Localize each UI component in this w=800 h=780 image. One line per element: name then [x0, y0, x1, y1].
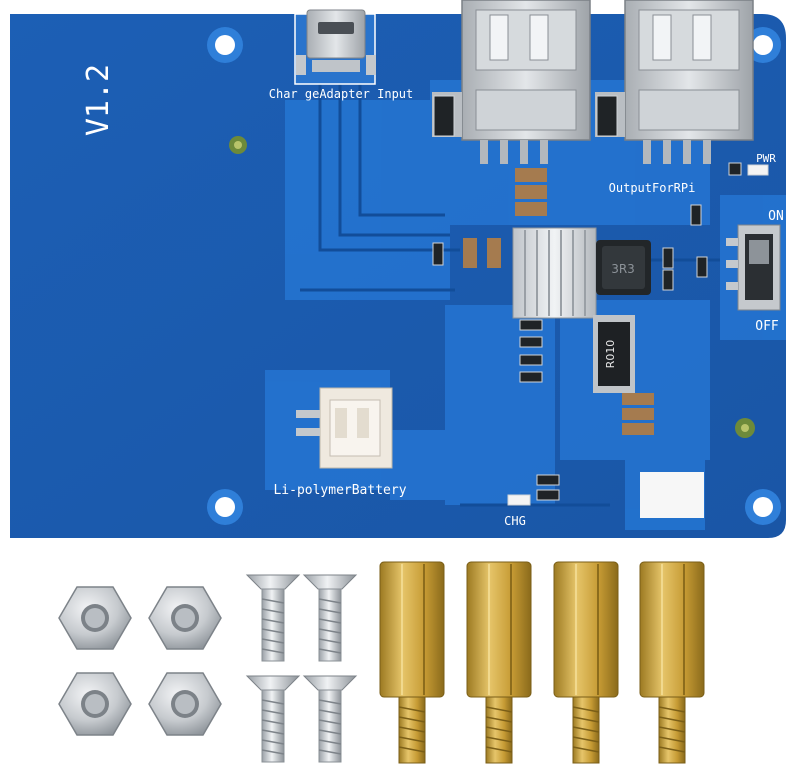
usb-a-port-right [595, 0, 754, 164]
capacitor [463, 238, 501, 268]
screw [302, 574, 358, 662]
pwr-label: PWR [756, 152, 776, 165]
capacitor [622, 393, 654, 435]
heatsink [512, 227, 597, 319]
shunt-resistor: R010 [593, 315, 635, 393]
chg-label: CHG [504, 514, 526, 528]
switch-off-label: OFF [755, 319, 779, 334]
trace-outlines [300, 60, 720, 507]
resistor-marking: R010 [604, 340, 617, 369]
mounting-hole-top-right [745, 27, 781, 63]
hex-nuts [58, 586, 222, 736]
brass-standoffs [379, 561, 705, 764]
fiducial-left [229, 136, 247, 154]
mounting-hole-bottom-left [207, 489, 243, 525]
screw [245, 675, 301, 763]
micro-usb-connector [294, 9, 376, 85]
screw [302, 675, 358, 763]
small-ic [433, 95, 618, 137]
chg-led [507, 494, 531, 506]
inductor-marking: 3R3 [611, 262, 635, 276]
output-label: OutputForRPi [609, 181, 696, 195]
brass-standoff [639, 561, 705, 764]
mounting-hole-top-left [207, 27, 243, 63]
pwr-led [747, 164, 769, 176]
mounting-hole-bottom-right [745, 489, 781, 525]
battery-label: Li-polymerBattery [273, 483, 406, 498]
brass-standoff [379, 561, 445, 764]
screw [245, 574, 301, 662]
small-resistor [432, 162, 742, 501]
charger-input-label: Char geAdapter Input [269, 87, 414, 101]
usb-a-port-left [432, 0, 591, 164]
battery-jst-connector [296, 387, 393, 469]
pcb-board: 3R3 R010 [10, 0, 786, 538]
hex-nut [58, 672, 132, 736]
brass-standoff [466, 561, 532, 764]
hex-nut [148, 586, 222, 650]
fiducial-right [735, 418, 755, 438]
capacitor [515, 168, 547, 216]
white-solder-pad [640, 472, 704, 518]
brass-standoff [553, 561, 619, 764]
power-slide-switch [726, 224, 781, 311]
screws [245, 574, 358, 763]
inductor: 3R3 [596, 240, 651, 295]
version-label: V1.2 [81, 64, 116, 136]
hex-nut [58, 586, 132, 650]
switch-on-label: ON [768, 209, 784, 224]
smd-components [432, 95, 742, 501]
hex-nut [148, 672, 222, 736]
